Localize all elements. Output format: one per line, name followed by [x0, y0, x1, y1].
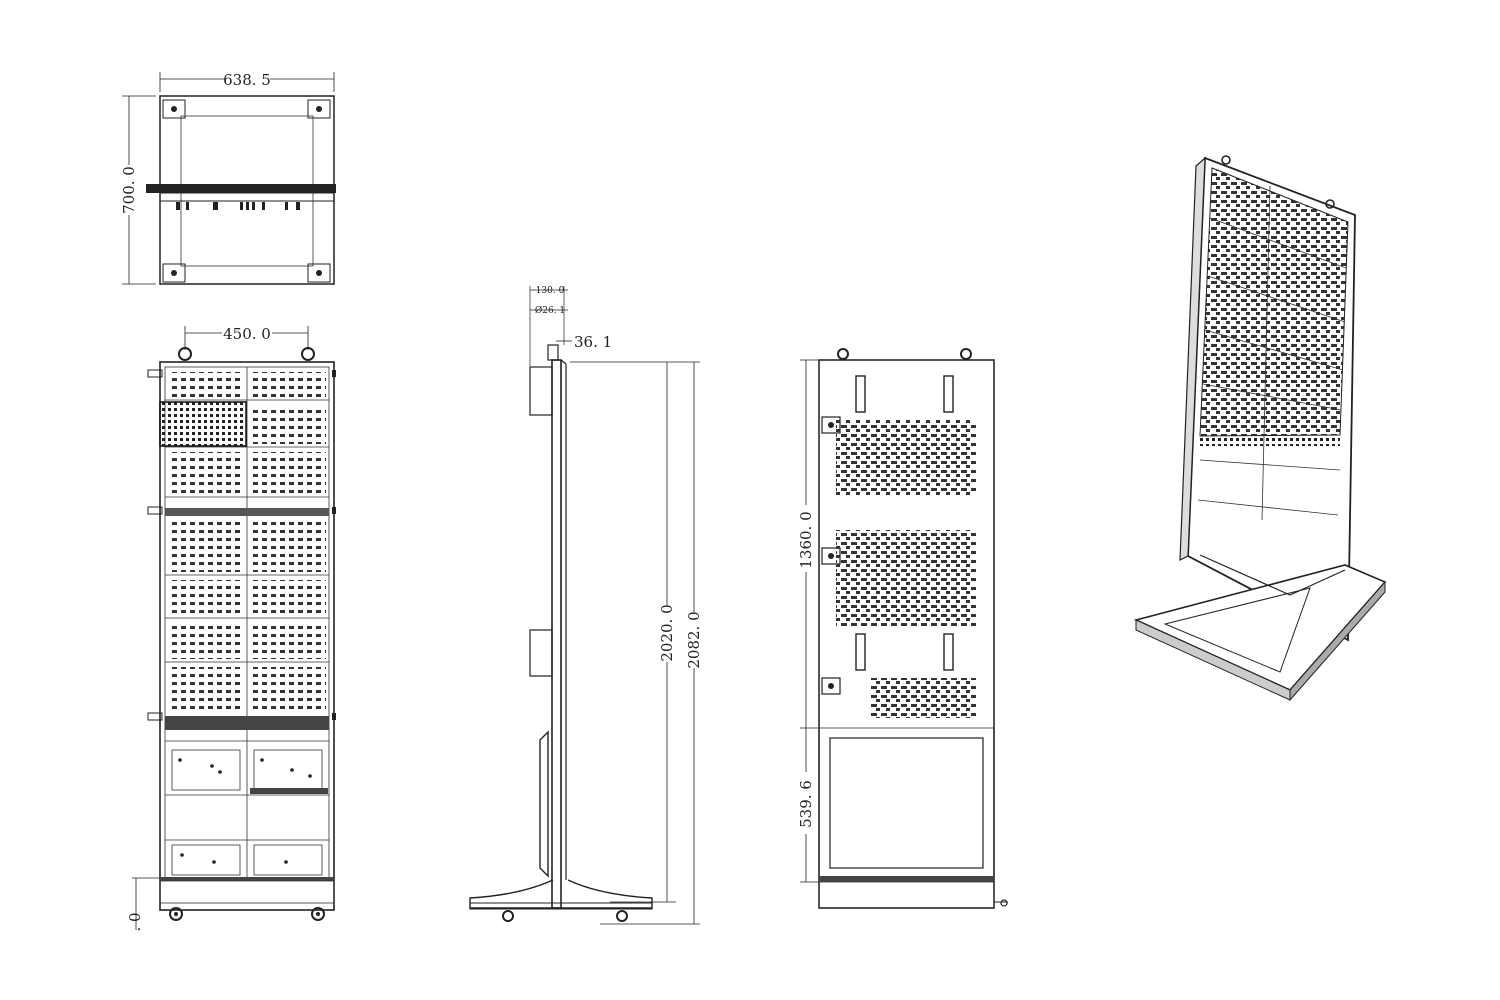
side-top-dim-2: Ø26. 1	[535, 305, 565, 316]
caster-wheels	[169, 907, 325, 921]
perforation-area	[168, 372, 326, 713]
lower-chassis	[171, 749, 328, 876]
side-height-2020-label: 2020. 0	[658, 604, 676, 661]
top-width-label: 638. 5	[223, 71, 271, 89]
side-brackets	[147, 369, 336, 721]
module-rows	[165, 399, 329, 841]
mount-rails	[855, 375, 954, 671]
isometric-view	[1133, 155, 1387, 702]
side-height-2082-label: 2082. 0	[685, 611, 703, 668]
back-view: 1360. 0 539. 6	[797, 348, 1008, 909]
top-view: 638. 5 700. 0	[120, 71, 336, 285]
back-perforations	[836, 420, 976, 718]
front-bolt-span-label: 450. 0	[223, 325, 271, 343]
back-panel-height-label: 1360. 0	[797, 511, 815, 568]
dark-module	[159, 401, 247, 447]
front-bottom-partial-label: . 0	[126, 912, 144, 931]
back-eyebolts	[837, 348, 972, 360]
corner-bracket	[162, 99, 331, 283]
side-thickness-label: 36. 1	[574, 333, 612, 351]
side-caster-wheels	[502, 910, 628, 922]
front-view: 450. 0 . 0	[126, 325, 336, 932]
top-depth-label: 700. 0	[120, 166, 138, 214]
side-top-dim-1: 130. 0	[536, 286, 565, 296]
back-base-height-label: 539. 6	[797, 780, 815, 828]
side-view: 130. 0 Ø26. 1 36. 1 2020. 0 2082. 0	[469, 286, 703, 925]
top-eyebolts	[178, 347, 315, 361]
